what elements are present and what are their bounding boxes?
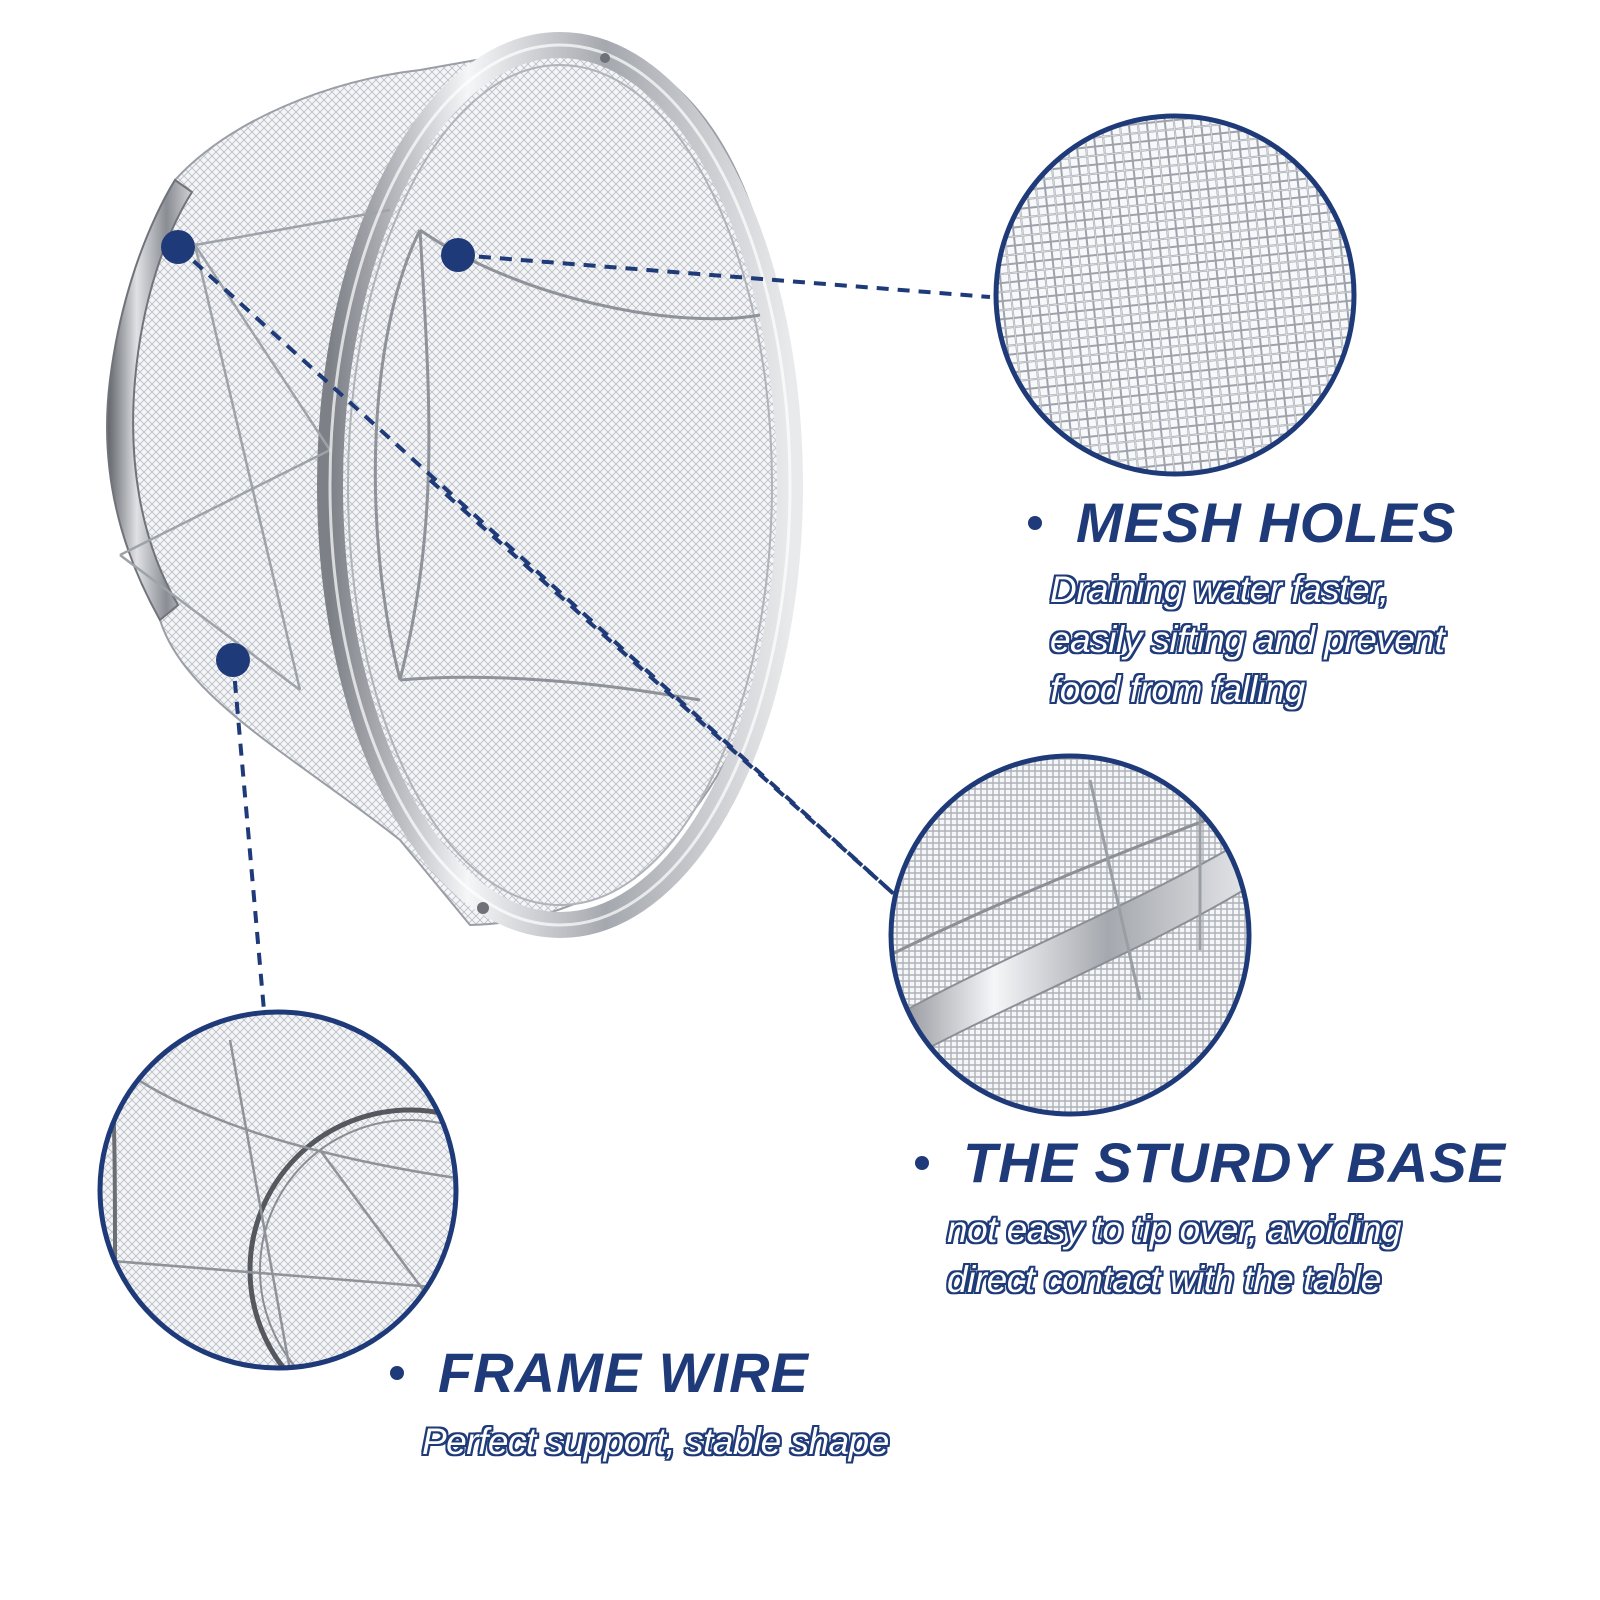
feature-description: Perfect support, stable shape <box>422 1417 889 1467</box>
callout-markers <box>161 230 475 677</box>
description-line: easily sifting and prevent <box>1050 619 1445 660</box>
zoom-circle-mesh <box>993 113 1357 477</box>
feature-title: FRAME WIRE <box>438 1341 809 1404</box>
zoom-circle-base <box>888 753 1252 1117</box>
marker-dot-base <box>161 230 195 264</box>
colander-image <box>106 32 803 938</box>
description-line: food from falling <box>1050 669 1305 710</box>
zoom-circle-frame <box>97 1009 459 1371</box>
rim-inner <box>347 64 773 906</box>
inner-wire <box>373 228 761 702</box>
marker-dot-mesh <box>441 238 475 272</box>
description-line: Perfect support, stable shape <box>422 1421 889 1462</box>
base-ring <box>106 178 194 622</box>
description-line: not easy to tip over, avoiding <box>947 1209 1401 1250</box>
frame-wire <box>119 208 391 691</box>
connector-frame <box>231 659 267 1023</box>
feature-description: Draining water faster, easily sifting an… <box>1050 565 1456 715</box>
description-line: direct contact with the table <box>947 1259 1381 1300</box>
bullet-icon <box>1028 515 1042 530</box>
bullet-icon <box>390 1365 404 1380</box>
feature-title: MESH HOLES <box>1076 491 1457 554</box>
connector-mesh <box>457 253 991 299</box>
bullet-icon <box>915 1155 929 1170</box>
description-line: Draining water faster, <box>1050 569 1389 610</box>
feature-description: not easy to tip over, avoiding direct co… <box>947 1205 1506 1305</box>
feature-title: THE STURDY BASE <box>963 1131 1506 1194</box>
feature-frame-wire: FRAME WIRE Perfect support, stable shape <box>390 1340 889 1467</box>
feature-sturdy-base: THE STURDY BASE not easy to tip over, av… <box>915 1130 1506 1305</box>
feature-mesh-holes: MESH HOLES Draining water faster, easily… <box>1028 490 1456 715</box>
callout-connectors <box>176 245 991 1023</box>
marker-dot-frame <box>216 643 250 677</box>
